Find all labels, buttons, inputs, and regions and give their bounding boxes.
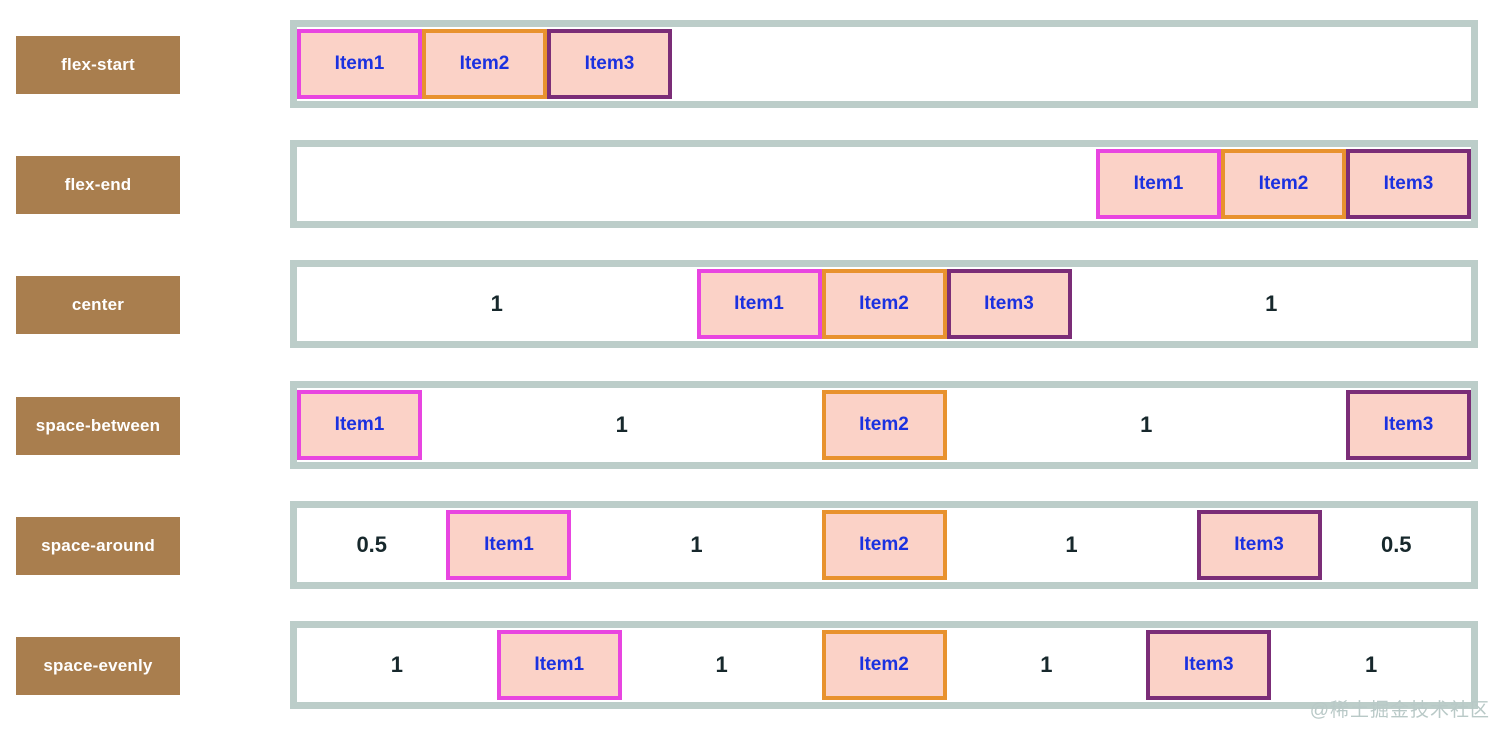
spacer-mid-1: 1: [690, 532, 703, 557]
watermark: @稀土掘金技术社区: [1309, 700, 1490, 721]
spacer-trailing: 1: [1365, 652, 1378, 677]
item-box-2: Item2: [821, 269, 947, 339]
item-label: Item1: [1133, 173, 1184, 194]
label-text: center: [71, 295, 125, 314]
item-box-2: Item2: [821, 630, 947, 700]
item-label: Item2: [859, 654, 909, 675]
label-text: space-evenly: [43, 656, 153, 675]
item-box-1: Item1: [297, 390, 422, 460]
item-label: Item2: [1258, 173, 1309, 194]
row-center: center 1 Item1 Item2 Item3 1: [0, 260, 1512, 348]
row-space-around: space-around 0.5 Item1 1 Item2 1 Item3 0…: [0, 501, 1512, 589]
item-label: Item3: [584, 53, 635, 74]
label-chip-space-between: space-between: [16, 397, 180, 455]
item-box-3: Item3: [547, 29, 672, 99]
item-box-1: Item1: [446, 510, 572, 580]
item-label: Item3: [1383, 414, 1434, 435]
item-box-3: Item3: [946, 269, 1072, 339]
spacer-mid-2: 1: [1065, 532, 1078, 557]
label-chip-space-around: space-around: [16, 517, 180, 575]
spacer-mid-1: 1: [715, 652, 728, 677]
item-label: Item3: [1234, 534, 1284, 555]
item-label: Item3: [1383, 173, 1434, 194]
item-label: Item2: [459, 53, 510, 74]
item-box-1: Item1: [696, 269, 822, 339]
flex-container-flex-end: Item1 Item2 Item3: [290, 140, 1478, 228]
item-box-3: Item3: [1346, 149, 1471, 219]
spacer-mid-1: 1: [615, 412, 628, 437]
item-box-2: Item2: [821, 390, 947, 460]
spacer-leading: 0.5: [356, 532, 388, 557]
item-box-3: Item3: [1346, 390, 1471, 460]
flex-container-flex-start: Item1 Item2 Item3: [290, 20, 1478, 108]
flex-container-space-evenly: 1 Item1 1 Item2 1 Item3 1: [290, 621, 1478, 709]
label-text: flex-end: [64, 175, 132, 194]
item-box-3: Item3: [1146, 630, 1272, 700]
item-label: Item1: [734, 293, 784, 314]
item-label: Item1: [484, 534, 534, 555]
item-label: Item1: [534, 654, 585, 675]
label-text: space-around: [41, 536, 155, 555]
label-chip-flex-end: flex-end: [16, 156, 180, 214]
label-chip-flex-start: flex-start: [16, 36, 180, 94]
flex-container-space-around: 0.5 Item1 1 Item2 1 Item3 0.5: [290, 501, 1478, 589]
item-box-2: Item2: [1221, 149, 1346, 219]
item-label: Item2: [859, 414, 909, 435]
item-label: Item1: [334, 414, 385, 435]
spacer-trailing: 0.5: [1380, 532, 1412, 557]
row-flex-start: flex-start Item1 Item2 Item3: [0, 20, 1512, 108]
label-chip-center: center: [16, 276, 180, 334]
row-space-between: space-between Item1 1 Item2 1 Item3: [0, 381, 1512, 469]
spacer-leading: 1: [390, 652, 403, 677]
item-label: Item2: [859, 293, 909, 314]
item-label: Item3: [984, 293, 1034, 314]
item-label: Item3: [1183, 654, 1234, 675]
item-box-1: Item1: [1096, 149, 1221, 219]
row-space-evenly: space-evenly 1 Item1 1 Item2 1 Item3 1: [0, 621, 1512, 709]
row-flex-end: flex-end Item1 Item2 Item3: [0, 140, 1512, 228]
label-chip-space-evenly: space-evenly: [16, 637, 180, 695]
label-text: space-between: [35, 416, 161, 435]
item-label: Item2: [859, 534, 909, 555]
spacer-leading: 1: [490, 291, 503, 316]
flex-container-center: 1 Item1 Item2 Item3 1: [290, 260, 1478, 348]
item-box-2: Item2: [422, 29, 547, 99]
item-box-1: Item1: [297, 29, 422, 99]
label-text: flex-start: [61, 55, 135, 74]
item-box-2: Item2: [821, 510, 947, 580]
item-label: Item1: [334, 53, 385, 74]
spacer-trailing: 1: [1265, 291, 1278, 316]
item-box-3: Item3: [1196, 510, 1322, 580]
item-box-1: Item1: [496, 630, 622, 700]
flex-container-space-between: Item1 1 Item2 1 Item3: [290, 381, 1478, 469]
spacer-mid-2: 1: [1140, 412, 1153, 437]
spacer-mid-2: 1: [1040, 652, 1053, 677]
